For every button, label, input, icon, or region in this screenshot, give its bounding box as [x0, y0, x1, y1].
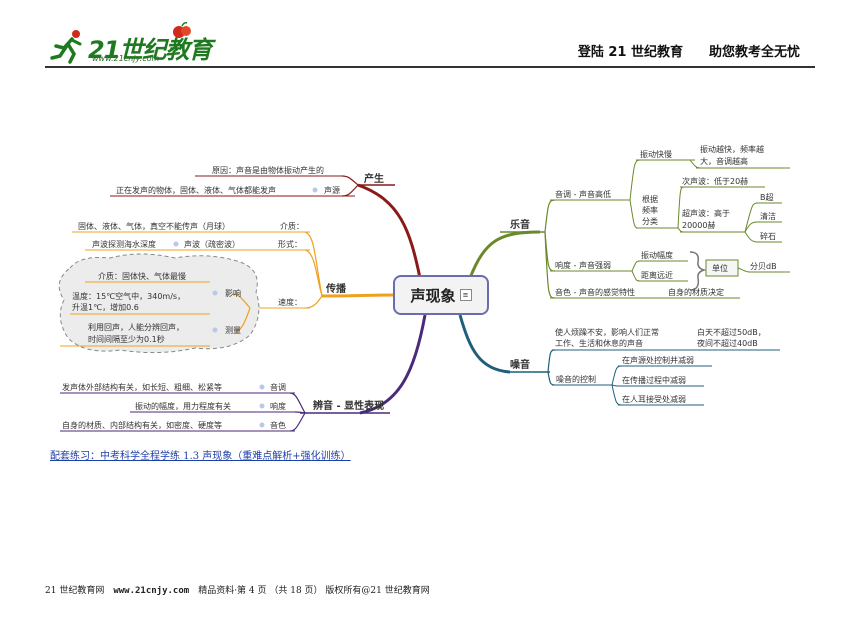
- branch-yueyin: 乐音 音调 - 声音高低 振动快慢 振动越快，频率越 大，音调越高 根据 频率 …: [468, 144, 790, 299]
- ultrasonic-use-b: B超: [760, 192, 774, 202]
- logo-runner-icon: [50, 30, 82, 64]
- unit-value: 分贝dB: [750, 262, 777, 271]
- footer: 21 世纪教育网 www.21cnjy.com 精品资料·第 4 页 （共 18…: [45, 583, 430, 596]
- influence-temp-1: 温度：15℃空气中，340m/s，: [72, 291, 185, 301]
- pitch-speed: 振动快慢: [640, 149, 672, 159]
- loudness-label: 响度 - 声音强弱: [555, 260, 611, 270]
- form-label: 形式：: [278, 239, 302, 249]
- noise-harm-2: 工作、生活和休息的声音: [555, 338, 643, 348]
- note-icon[interactable]: ≡: [459, 289, 472, 301]
- branch-chansheng: 产生 原因：声音是由物体振动产生的 正在发声的物体，固体、液体、气体都能发声 声…: [110, 165, 422, 279]
- chansheng-reason: 原因：声音是由物体振动产生的: [212, 165, 324, 175]
- branch-bianyin: 辨音 - 显性表现 发声体外部结构有关，如长短、粗细、松紧等 音调 振动的幅度，…: [60, 314, 427, 432]
- influence-label: 影响: [225, 288, 241, 298]
- medium-label: 介质：: [280, 221, 304, 231]
- pitch-speed-desc-1: 振动越快，频率越: [700, 144, 764, 154]
- noise-control-label: 噪音的控制: [556, 374, 596, 384]
- form-wave: 声波（疏密波）: [184, 239, 240, 249]
- form-use: 声波探测海水深度: [92, 239, 156, 249]
- footer-prefix: 21 世纪教育网: [45, 586, 114, 596]
- noise-limit-day: 白天不超过50dB，: [697, 327, 766, 337]
- freq-label-2: 频率: [642, 205, 658, 215]
- timbre-desc-right: 自身的材质决定: [668, 287, 724, 297]
- logo-url: www.21cnjy.com: [92, 54, 160, 63]
- control-receiver: 在人耳接受处减弱: [622, 394, 686, 404]
- footer-rest: 精品资料·第 4 页 （共 18 页） 版权所有@21 世纪教育网: [189, 586, 430, 596]
- pitch-desc: 发声体外部结构有关，如长短、粗细、松紧等: [62, 382, 222, 392]
- measure-desc-2: 时间间隔至少为0.1秒: [88, 334, 165, 344]
- header-divider: [45, 66, 815, 68]
- branch-label-zaoyin[interactable]: 噪音: [510, 358, 530, 371]
- timbre-label: 音色 - 声音的感觉特性: [555, 287, 635, 297]
- measure-label: 测量: [225, 326, 241, 335]
- ultrasonic-use-stone: 碎石: [760, 231, 776, 241]
- ultrasonic-2: 20000赫: [682, 221, 715, 230]
- pitch-label: 音调 - 声音高低: [555, 189, 611, 199]
- loudness-name: 响度: [270, 401, 286, 411]
- control-transmission: 在传播过程中减弱: [622, 375, 686, 385]
- timbre-desc: 自身的材质、内部结构有关，如密度、硬度等: [62, 420, 222, 430]
- unit-label: 单位: [712, 263, 728, 273]
- loudness-distance: 距离远近: [641, 270, 673, 280]
- medium-desc: 固体、液体、气体，真空不能传声（月球）: [78, 221, 230, 231]
- timbre-name: 音色: [270, 420, 286, 430]
- freq-label-1: 根据: [642, 194, 658, 204]
- branch-zaoyin: 噪音 使人烦躁不安，影响人们正常 工作、生活和休息的声音 白天不超过50dB， …: [458, 314, 780, 406]
- influence-temp-2: 升温1℃，增加0.6: [72, 302, 139, 312]
- footer-url[interactable]: www.21cnjy.com: [113, 586, 190, 596]
- pitch-name: 音调: [270, 382, 286, 392]
- speed-label: 速度：: [278, 297, 302, 307]
- ultrasonic-use-clean: 清洁: [760, 211, 776, 221]
- practice-link[interactable]: 配套练习：中考科学全程学练 1.3 声现象（重难点解析+强化训练）: [50, 451, 351, 462]
- branch-label-yueyin[interactable]: 乐音: [510, 218, 530, 231]
- chansheng-source-desc: 正在发声的物体，固体、液体、气体都能发声: [116, 185, 276, 195]
- branch-label-bianyin[interactable]: 辨音 - 显性表现: [313, 399, 384, 412]
- loudness-amplitude: 振动幅度: [641, 250, 673, 260]
- freq-label-3: 分类: [642, 216, 658, 226]
- pitch-speed-desc-2: 大，音调越高: [700, 156, 748, 166]
- logo: 21世纪教育: [88, 36, 212, 64]
- branch-label-chansheng[interactable]: 产生: [364, 172, 384, 185]
- header-slogan: 登陆 21 世纪教育 助您教考全无忧: [577, 45, 800, 60]
- influence-medium: 介质：固体快、气体最慢: [98, 271, 186, 281]
- loudness-desc: 振动的幅度，用力程度有关: [135, 401, 231, 411]
- noise-limit-night: 夜间不超过40dB: [697, 338, 758, 348]
- apple-decoration-icon: [173, 22, 191, 38]
- branch-label-chuanbo[interactable]: 传播: [325, 282, 347, 295]
- ultrasonic-1: 超声波：高于: [682, 208, 730, 218]
- chansheng-source: 声源: [324, 185, 340, 195]
- infrasonic: 次声波：低于20赫: [682, 176, 748, 186]
- branch-chuanbo: 传播 固体、液体、气体，真空不能传声（月球） 介质： 声波探测海水深度 声波（疏…: [58, 221, 394, 354]
- control-source: 在声源处控制并减弱: [622, 355, 694, 365]
- central-topic-label: 声现象: [410, 286, 456, 305]
- measure-desc-1: 利用回声，人能分辨回声，: [88, 322, 184, 332]
- speed-detail-cloud: [58, 253, 260, 354]
- noise-harm-1: 使人烦躁不安，影响人们正常: [555, 327, 659, 337]
- central-topic[interactable]: 声现象 ≡: [393, 275, 489, 315]
- loudness-brace-icon: [689, 251, 707, 291]
